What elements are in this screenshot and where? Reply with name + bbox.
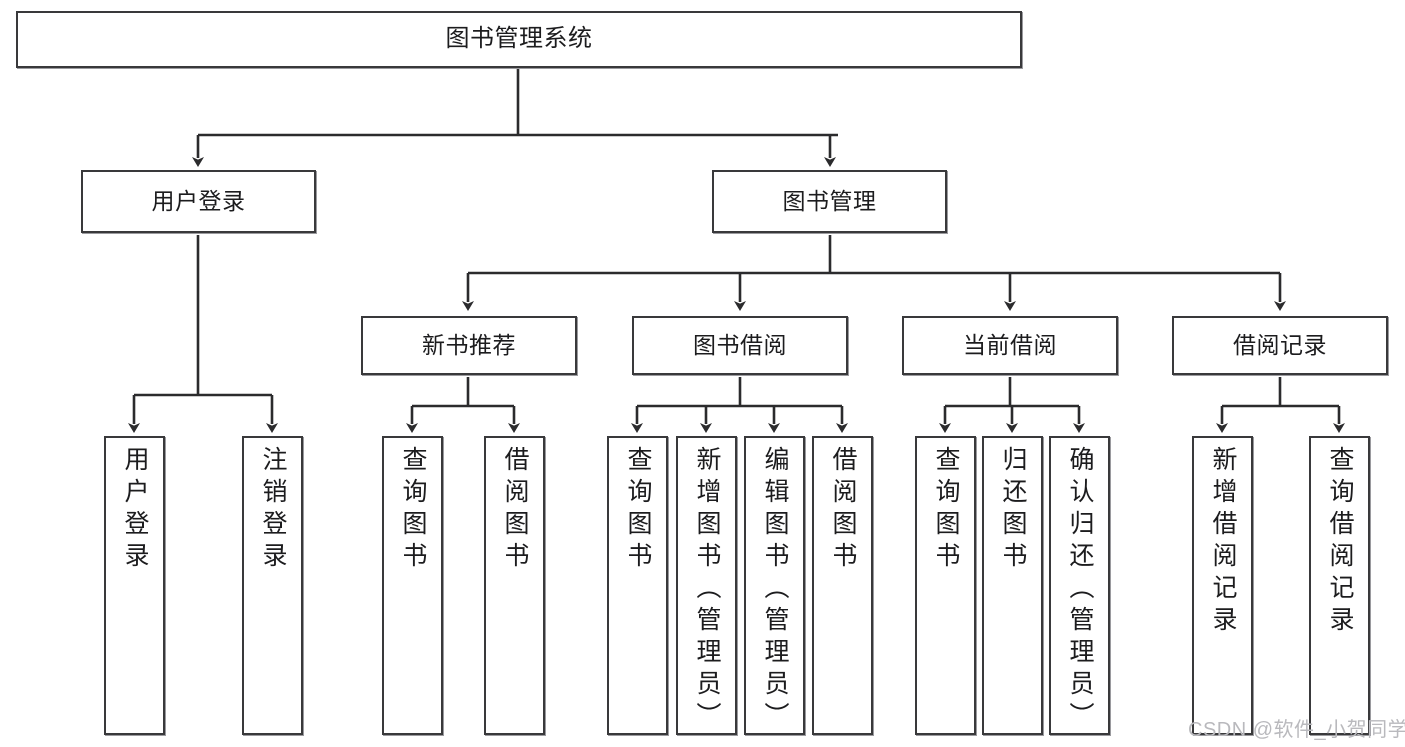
leaf-borrow-borrow-book[interactable]: 借阅图书 xyxy=(812,436,873,735)
leaf-current-confirm-return[interactable]: 确认归还（管理员） xyxy=(1049,436,1110,735)
leaf-new-book-borrow[interactable]: 借阅图书 xyxy=(484,436,545,735)
leaf-user-login-logout-label: 注销登录 xyxy=(259,446,287,574)
node-book-borrow-label: 图书借阅 xyxy=(693,331,787,358)
node-root-label: 图书管理系统 xyxy=(445,25,593,53)
leaf-user-login-logout[interactable]: 注销登录 xyxy=(242,436,303,735)
leaf-borrow-add-book[interactable]: 新增图书（管理员） xyxy=(676,436,737,735)
leaf-record-add[interactable]: 新增借阅记录 xyxy=(1192,436,1253,735)
leaf-record-query-label: 查询借阅记录 xyxy=(1326,446,1354,638)
node-current-borrow[interactable]: 当前借阅 xyxy=(902,316,1118,375)
leaf-current-return-book-label: 归还图书 xyxy=(999,446,1027,574)
node-root[interactable]: 图书管理系统 xyxy=(16,11,1022,68)
node-user-login-label: 用户登录 xyxy=(151,187,246,214)
leaf-record-query[interactable]: 查询借阅记录 xyxy=(1309,436,1370,735)
leaf-borrow-query-book[interactable]: 查询图书 xyxy=(607,436,668,735)
leaf-borrow-edit-book-label: 编辑图书（管理员） xyxy=(761,446,789,734)
node-user-login[interactable]: 用户登录 xyxy=(81,170,316,233)
node-book-management[interactable]: 图书管理 xyxy=(712,170,947,233)
leaf-record-add-label: 新增借阅记录 xyxy=(1209,446,1237,638)
leaf-borrow-add-book-label: 新增图书（管理员） xyxy=(693,446,721,734)
leaf-borrow-borrow-book-label: 借阅图书 xyxy=(829,446,857,574)
leaf-current-query-book-label: 查询图书 xyxy=(932,446,960,574)
leaf-current-return-book[interactable]: 归还图书 xyxy=(982,436,1043,735)
leaf-new-book-query-label: 查询图书 xyxy=(399,446,427,574)
node-new-book-recommend-label: 新书推荐 xyxy=(422,331,516,358)
leaf-new-book-borrow-label: 借阅图书 xyxy=(501,446,529,574)
node-borrow-record[interactable]: 借阅记录 xyxy=(1172,316,1388,375)
leaf-new-book-query[interactable]: 查询图书 xyxy=(382,436,443,735)
leaf-borrow-edit-book[interactable]: 编辑图书（管理员） xyxy=(744,436,805,735)
leaf-current-query-book[interactable]: 查询图书 xyxy=(915,436,976,735)
leaf-user-login-login-label: 用户登录 xyxy=(121,446,149,574)
leaf-current-confirm-return-label: 确认归还（管理员） xyxy=(1066,446,1094,734)
leaf-user-login-login[interactable]: 用户登录 xyxy=(104,436,165,735)
node-current-borrow-label: 当前借阅 xyxy=(963,331,1057,358)
node-new-book-recommend[interactable]: 新书推荐 xyxy=(361,316,577,375)
node-book-borrow[interactable]: 图书借阅 xyxy=(632,316,848,375)
leaf-borrow-query-book-label: 查询图书 xyxy=(624,446,652,574)
node-borrow-record-label: 借阅记录 xyxy=(1233,331,1327,358)
node-book-management-label: 图书管理 xyxy=(782,187,877,214)
